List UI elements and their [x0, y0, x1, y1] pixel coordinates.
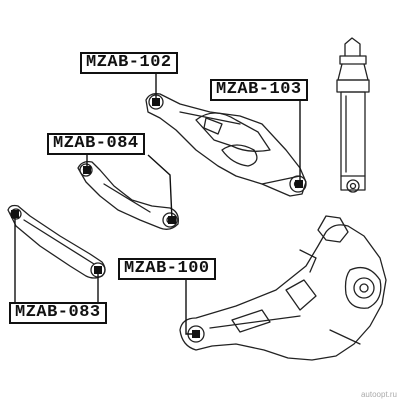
callout-square-102 [152, 98, 160, 106]
part-label-mzab-100: MZAB-100 [118, 258, 216, 280]
callout-square-100 [192, 330, 200, 338]
watermark: autoopt.ru [360, 390, 397, 399]
part-label-mzab-103: MZAB-103 [210, 79, 308, 101]
callout-square-084-b [168, 216, 176, 224]
part-label-mzab-084: MZAB-084 [47, 133, 145, 155]
callout-markers [11, 98, 303, 338]
part-label-mzab-083: MZAB-083 [9, 302, 107, 324]
lower-link-drawing [7, 204, 106, 279]
callout-square-083-b [94, 266, 102, 274]
shock-absorber-drawing [336, 37, 370, 193]
lateral-link-drawing [77, 160, 179, 230]
leader-lines [14, 74, 301, 335]
leader-line-084 [147, 154, 173, 221]
callout-square-083-a [11, 210, 19, 218]
callout-square-084-a [83, 166, 91, 174]
part-label-mzab-102: MZAB-102 [80, 52, 178, 74]
knuckle-drawing [179, 215, 387, 361]
callout-square-103 [295, 180, 303, 188]
